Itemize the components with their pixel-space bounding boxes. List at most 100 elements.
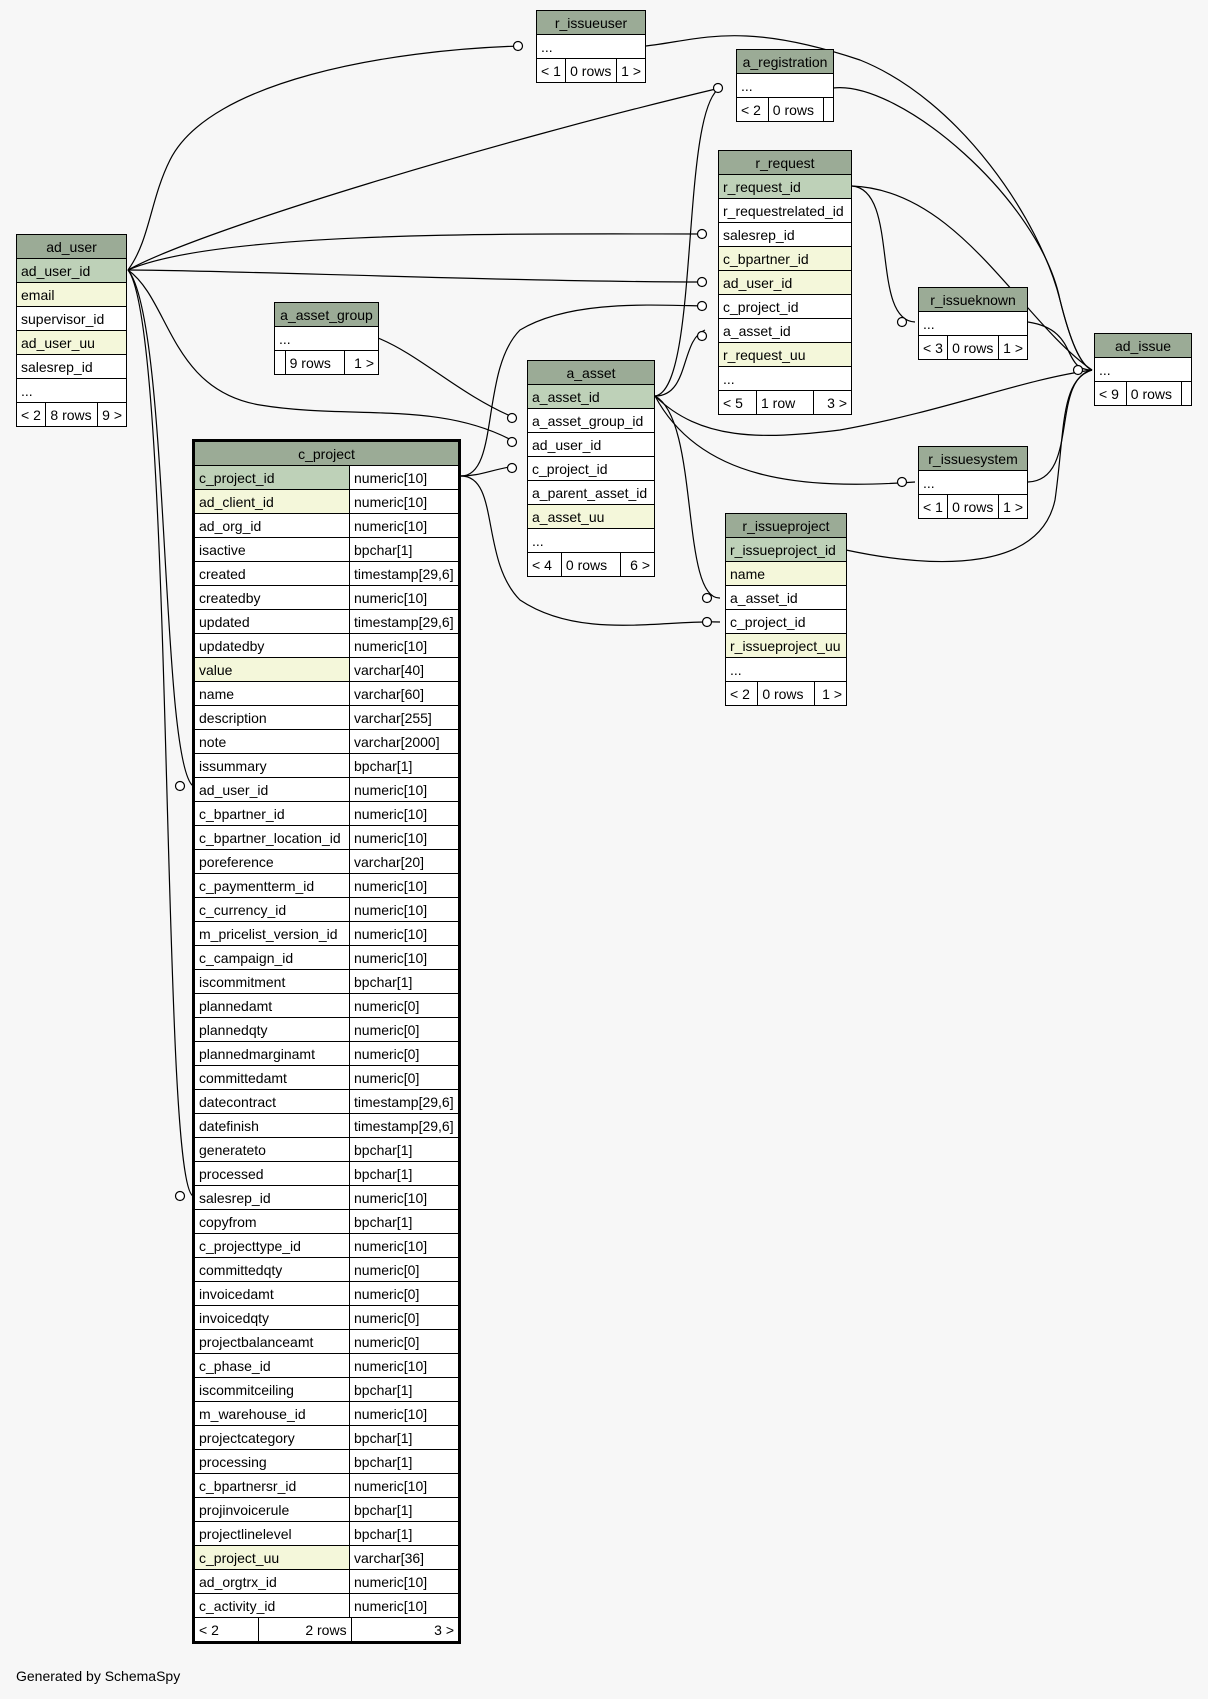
column-committedqty[interactable]: committedqty [193,1257,350,1282]
column-salesrep-id[interactable]: salesrep_id [718,222,852,247]
column-projectlinelevel[interactable]: projectlinelevel [193,1521,350,1546]
prev-tables-link[interactable]: < 2 [15,402,47,427]
table-title[interactable]: r_issuesystem [918,446,1028,471]
table-title[interactable]: r_issueknown [918,287,1028,312]
table-title[interactable]: r_request [718,150,852,175]
column-ad-org-id[interactable]: ad_org_id [193,513,350,538]
table-title[interactable]: a_asset [527,360,655,385]
column-ellipsis[interactable]: ... [527,528,655,553]
table-title[interactable]: c_project [193,440,460,466]
column-m-warehouse-id[interactable]: m_warehouse_id [193,1401,350,1426]
column-ellipsis[interactable]: ... [536,34,646,59]
next-tables-link[interactable]: 3 > [350,1618,458,1641]
column-name[interactable]: name [725,561,847,586]
column-name[interactable]: name [193,681,350,706]
column-invoicedamt[interactable]: invoicedamt [193,1281,350,1306]
column-datecontract[interactable]: datecontract [193,1089,350,1114]
column-c-project-id[interactable]: c_project_id [527,456,655,481]
column-c-bpartnersr-id[interactable]: c_bpartnersr_id [193,1473,350,1498]
column-updated[interactable]: updated [193,609,350,634]
column-processing[interactable]: processing [193,1449,350,1474]
column-copyfrom[interactable]: copyfrom [193,1209,350,1234]
column-datefinish[interactable]: datefinish [193,1113,350,1138]
column-supervisor-id[interactable]: supervisor_id [16,306,127,331]
column-salesrep-id[interactable]: salesrep_id [16,354,127,379]
next-tables-link[interactable] [1181,381,1192,406]
column-ad-user-uu[interactable]: ad_user_uu [16,330,127,355]
column-iscommitment[interactable]: iscommitment [193,969,350,994]
column-c-bpartner-id[interactable]: c_bpartner_id [718,246,852,271]
column-c-bpartner-id[interactable]: c_bpartner_id [193,801,350,826]
column-c-project-uu[interactable]: c_project_uu [193,1545,350,1570]
column-a-asset-uu[interactable]: a_asset_uu [527,504,655,529]
prev-tables-link[interactable]: < 4 [527,552,562,577]
column-c-currency-id[interactable]: c_currency_id [193,897,350,922]
column-ellipsis[interactable]: ... [918,470,1028,495]
prev-tables-link[interactable]: < 2 [736,97,769,122]
next-tables-link[interactable]: 9 > [96,402,128,427]
table-title[interactable]: r_issueproject [725,513,847,538]
column-ellipsis[interactable]: ... [1094,357,1192,382]
column-updatedby[interactable]: updatedby [193,633,350,658]
prev-tables-link[interactable]: < 5 [718,390,757,415]
table-title[interactable]: ad_issue [1094,333,1192,358]
column-invoicedqty[interactable]: invoicedqty [193,1305,350,1330]
table-title[interactable]: a_registration [736,49,834,74]
column-ad-user-id[interactable]: ad_user_id [193,777,350,802]
column-salesrep-id[interactable]: salesrep_id [193,1185,350,1210]
column-plannedmarginamt[interactable]: plannedmarginamt [193,1041,350,1066]
table-title[interactable]: a_asset_group [274,302,379,327]
next-tables-link[interactable]: 1 > [343,350,380,375]
next-tables-link[interactable]: 1 > [997,494,1029,519]
column-issummary[interactable]: issummary [193,753,350,778]
prev-tables-link[interactable]: < 2 [724,681,759,706]
column-c-projecttype-id[interactable]: c_projecttype_id [193,1233,350,1258]
next-tables-link[interactable]: 6 > [620,552,655,577]
prev-tables-link[interactable]: < 9 [1094,381,1127,406]
next-tables-link[interactable]: 1 > [615,58,647,83]
prev-tables-link[interactable] [274,350,286,375]
column-c-activity-id[interactable]: c_activity_id [193,1593,350,1618]
column-createdby[interactable]: createdby [193,585,350,610]
column-r-request-id[interactable]: r_request_id [718,174,852,199]
next-tables-link[interactable] [823,97,834,122]
column-iscommitceiling[interactable]: iscommitceiling [193,1377,350,1402]
column-c-project-id[interactable]: c_project_id [725,609,847,634]
column-projinvoicerule[interactable]: projinvoicerule [193,1497,350,1522]
next-tables-link[interactable]: 1 > [813,681,848,706]
column-r-requestrelated-id[interactable]: r_requestrelated_id [718,198,852,223]
column-ad-user-id[interactable]: ad_user_id [527,432,655,457]
column-generateto[interactable]: generateto [193,1137,350,1162]
column-c-bpartner-location-id[interactable]: c_bpartner_location_id [193,825,350,850]
column-a-asset-id[interactable]: a_asset_id [527,384,655,409]
column-c-phase-id[interactable]: c_phase_id [193,1353,350,1378]
column-plannedqty[interactable]: plannedqty [193,1017,350,1042]
column-description[interactable]: description [193,705,350,730]
column-c-project-id[interactable]: c_project_id [193,465,350,490]
column-isactive[interactable]: isactive [193,537,350,562]
column-a-asset-group-id[interactable]: a_asset_group_id [527,408,655,433]
table-title[interactable]: ad_user [16,234,127,259]
column-note[interactable]: note [193,729,350,754]
column-created[interactable]: created [193,561,350,586]
column-ad-user-id[interactable]: ad_user_id [16,258,127,283]
next-tables-link[interactable]: 3 > [812,390,853,415]
column-ellipsis[interactable]: ... [274,326,379,351]
column-ellipsis[interactable]: ... [718,366,852,391]
column-m-pricelist-version-id[interactable]: m_pricelist_version_id [193,921,350,946]
column-ellipsis[interactable]: ... [16,378,127,403]
prev-tables-link[interactable]: < 1 [535,58,567,83]
column-c-campaign-id[interactable]: c_campaign_id [193,945,350,970]
column-ellipsis[interactable]: ... [725,657,847,682]
next-tables-link[interactable]: 1 > [997,335,1029,360]
column-a-asset-id[interactable]: a_asset_id [725,585,847,610]
table-title[interactable]: r_issueuser [536,10,646,35]
